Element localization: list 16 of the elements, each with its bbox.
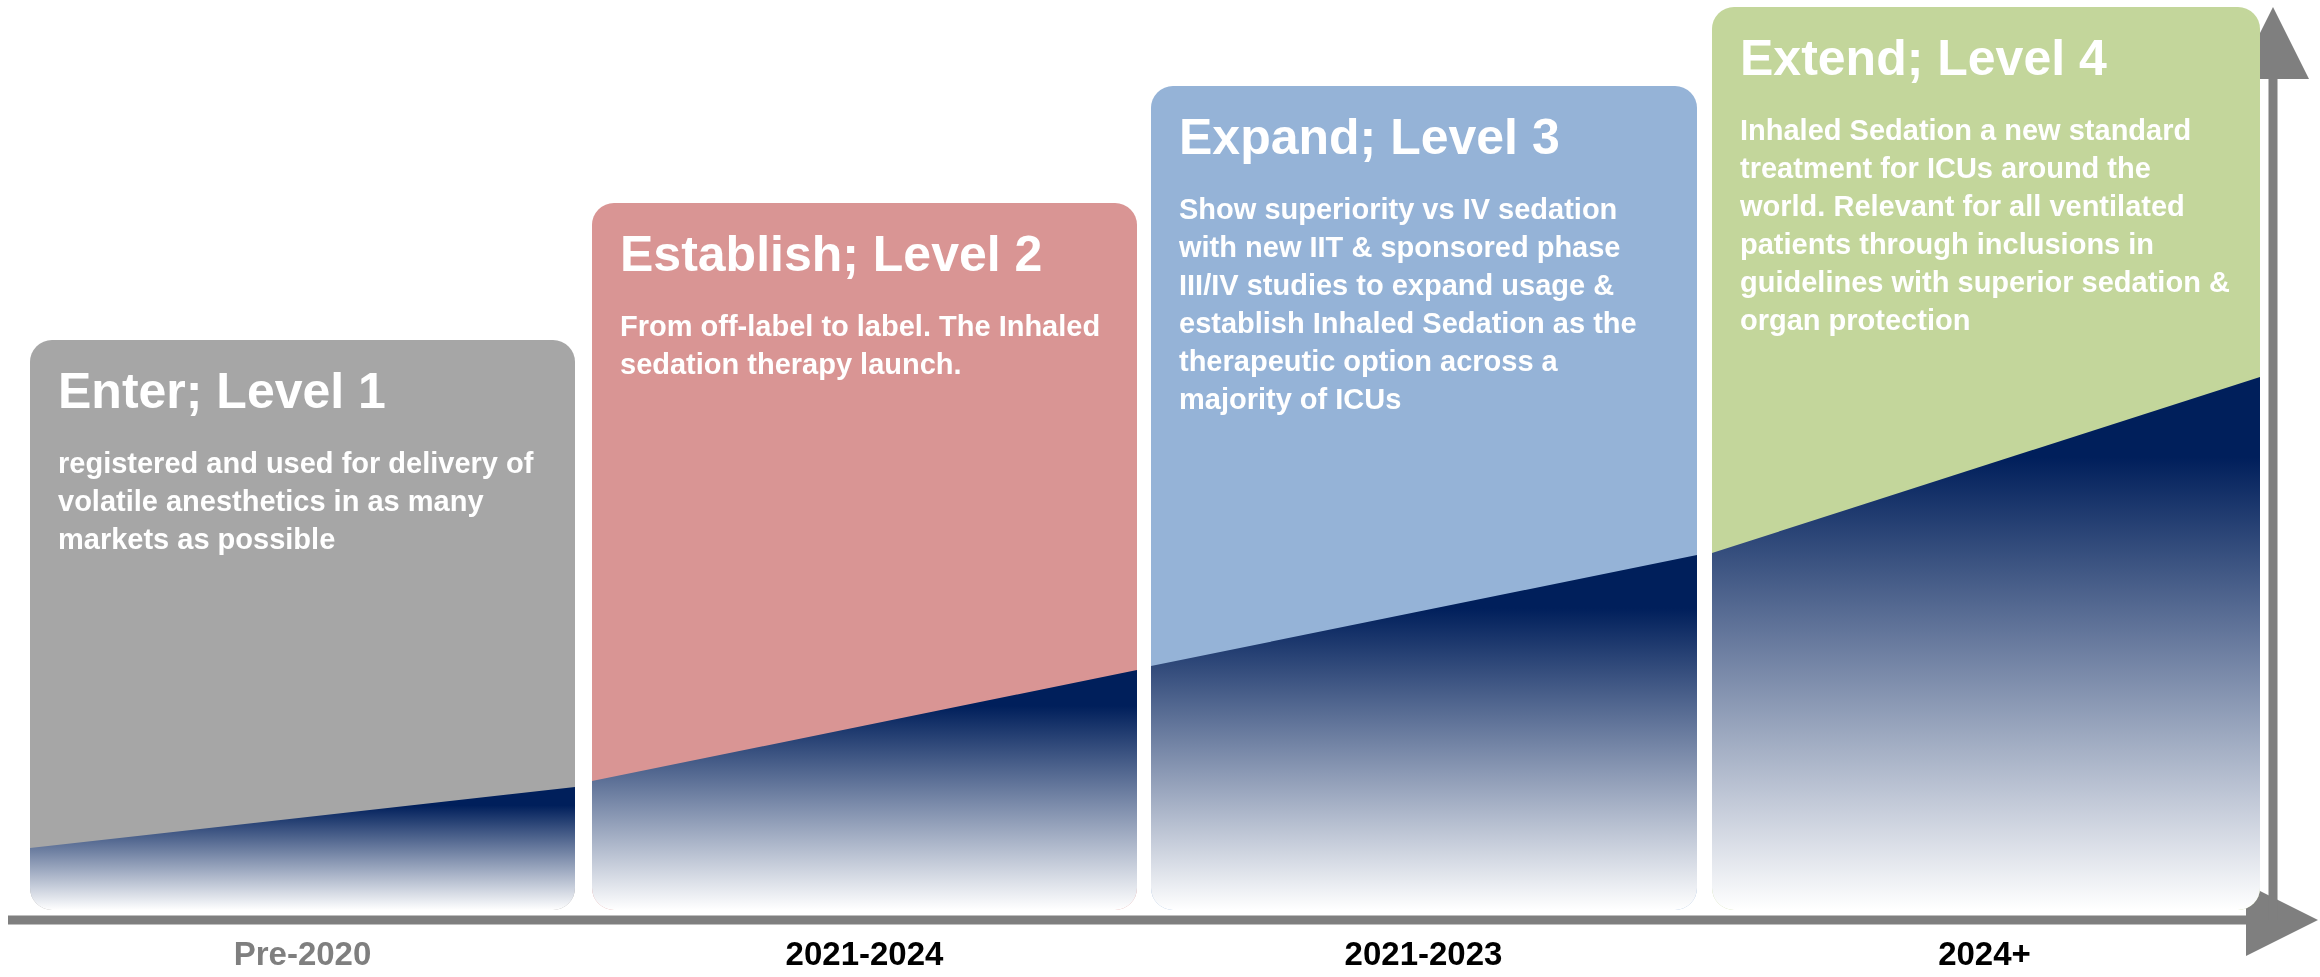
level-heading: Enter; Level 1	[58, 362, 386, 420]
level-card	[1151, 86, 1697, 910]
level-description: registered and used for delivery of volatile anesthetics in as many markets as possible	[58, 446, 535, 557]
level-heading: Extend; Level 4	[1740, 29, 2107, 87]
level-heading: Establish; Level 2	[620, 225, 1043, 283]
level-heading: Expand; Level 3	[1179, 108, 1560, 166]
period-label: 2021-2024	[784, 935, 945, 973]
level-description: Inhaled Sedation a new standard treatment for ICUs around the world. Relevant for all ventilated patients through inclusions in guidelines with superior sedation & organ protection	[1740, 113, 2231, 338]
level-card	[592, 203, 1137, 910]
level-description: Show superiority vs IV sedation with new IIT & sponsored phase III/IV studies to expand usage & establish Inhaled Sedation as the therapeutic option across a majority of ICUs	[1179, 192, 1638, 417]
level-card	[30, 340, 575, 910]
period-label: Pre-2020	[232, 935, 373, 973]
level-card	[1712, 7, 2260, 910]
period-label: 2021-2023	[1343, 935, 1504, 973]
level-description: From off-label to label. The Inhaled sedation therapy launch.	[620, 309, 1102, 382]
period-label: 2024+	[1937, 935, 2032, 973]
